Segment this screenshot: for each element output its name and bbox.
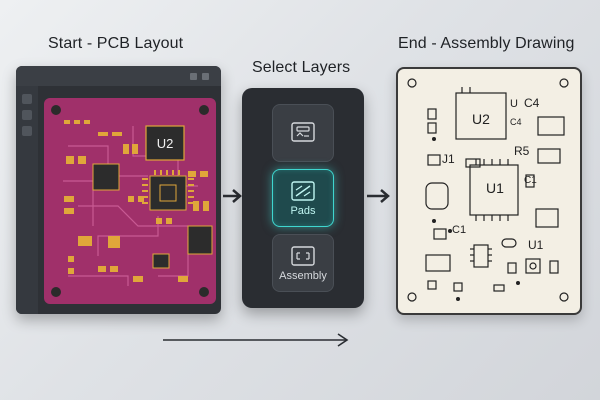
layer-pads-label: Pads: [290, 204, 316, 217]
silk-dots: [432, 137, 520, 301]
mounting-hole-icon: [199, 105, 209, 115]
label-u1: U1: [486, 180, 504, 196]
label-c1-a: C1: [524, 175, 537, 186]
arrow-right-icon: [367, 189, 390, 203]
layer-assembly-label: Assembly: [279, 269, 327, 282]
pads-icon: [291, 180, 315, 201]
layer-top-button[interactable]: [272, 104, 334, 162]
label-c4-a: C4: [524, 96, 540, 110]
u1-outline: [469, 164, 519, 216]
select-layers-heading: Select Layers: [252, 59, 351, 76]
corner-holes: [407, 78, 569, 302]
chip-left: [92, 163, 120, 191]
component-outlines: [425, 87, 565, 292]
mounting-hole-icon: [199, 287, 209, 297]
layer-assembly-button[interactable]: Assembly: [272, 234, 334, 292]
assembly-drawing: U2 U C4 C4 J1 R5 U1 C1 C1 U1: [396, 67, 582, 315]
pcb-tool-sidebar: [16, 86, 38, 314]
pcb-layout-window: U2: [16, 66, 221, 314]
arrow-right-icon: [223, 189, 242, 203]
mounting-hole-icon: [51, 287, 61, 297]
layer-top-icon: [291, 121, 315, 142]
label-r5: R5: [514, 144, 530, 158]
label-u2: U2: [472, 111, 490, 127]
window-close-icon[interactable]: [202, 73, 209, 80]
hole-icon: [559, 292, 569, 302]
ic-pins: [142, 170, 194, 204]
chip-small: [152, 253, 170, 269]
tool-route-icon[interactable]: [22, 110, 32, 120]
label-c1-b: C1: [452, 224, 466, 236]
chip-center: [149, 175, 187, 211]
tool-place-icon[interactable]: [22, 126, 32, 136]
label-u1-small: U1: [528, 238, 544, 252]
label-j1: J1: [442, 152, 455, 166]
hole-icon: [559, 78, 569, 88]
mounting-holes: [51, 105, 209, 297]
mounting-hole-icon: [51, 105, 61, 115]
hole-icon: [407, 292, 417, 302]
label-u: U: [510, 98, 518, 110]
chip-u2: U2: [145, 125, 185, 161]
pad-grid: [64, 120, 209, 282]
silk-labels: U2 U C4 C4 J1 R5 U1 C1 C1 U1: [442, 96, 544, 252]
layer-selector-panel: Pads Assembly: [242, 88, 364, 308]
tool-select-icon[interactable]: [22, 94, 32, 104]
pcb-window-titlebar: [16, 66, 221, 86]
hole-icon: [407, 78, 417, 88]
assembly-icon: [291, 245, 315, 266]
flow-arrow-icon: [163, 333, 349, 347]
label-c4-b: C4: [510, 117, 522, 127]
start-heading: Start - PCB Layout: [48, 35, 184, 52]
layer-pads-button[interactable]: Pads: [272, 169, 334, 227]
u2-outline: [455, 92, 507, 140]
end-heading: End - Assembly Drawing: [398, 35, 575, 52]
chip-u2-label: U2: [157, 136, 174, 151]
pcb-board-canvas[interactable]: U2: [38, 86, 221, 314]
assembly-drawing-canvas[interactable]: U2 U C4 C4 J1 R5 U1 C1 C1 U1: [398, 69, 580, 313]
chip-right: [187, 225, 213, 255]
window-minimize-icon[interactable]: [190, 73, 197, 80]
